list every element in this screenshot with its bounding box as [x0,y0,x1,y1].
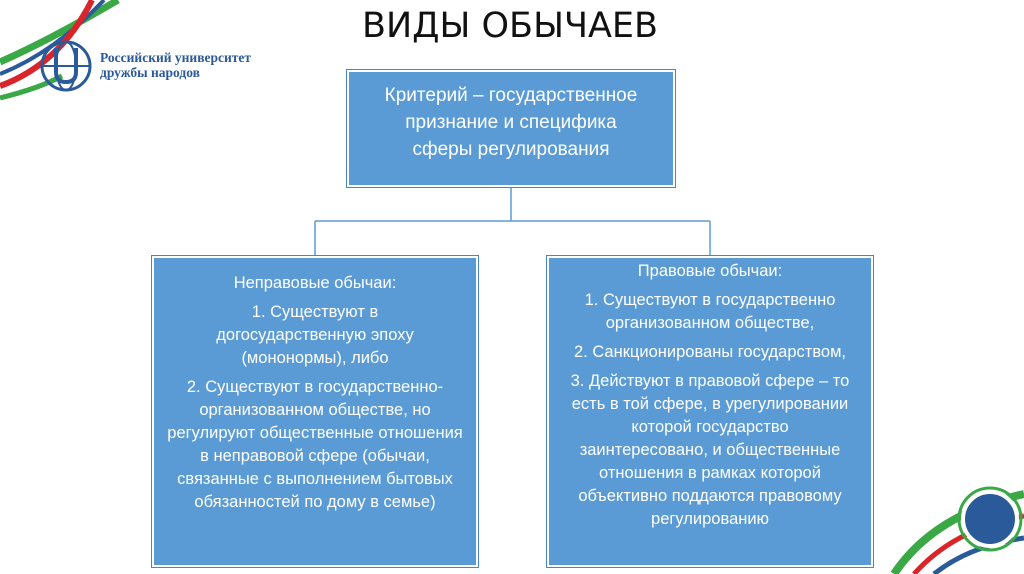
root-node-criterion: Критерий – государственное признание и с… [347,70,675,187]
node-heading: Неправовые обычаи: [233,274,397,292]
root-line-1: Критерий – государственное [384,85,638,106]
node-item: 2. Санкционированы государством, [573,343,847,361]
logo-line-2: дружбы народов [100,65,200,80]
node-legal-customs: Правовые обычаи: 1. Существуют в государ… [547,256,873,567]
node-item: 1. Существуют в догосударственную эпоху … [216,303,414,367]
node-item: 1. Существуют в государственно организов… [584,291,836,332]
node-heading: Правовые обычаи: [637,262,783,280]
node-item: 3. Действуют в правовой сфере – то есть … [570,372,850,528]
root-line-3: сферы регулирования [412,139,610,160]
node-item: 2. Существуют в государственно-организов… [167,378,463,511]
university-logo: Российский университет дружбы народов [38,38,298,94]
globe-logo-icon [40,40,92,92]
page-title: ВИДЫ ОБЫЧАЕВ [361,6,659,46]
corner-swirl-decoration [890,486,1024,574]
node-non-legal-customs: Неправовые обычаи: 1. Существуют в догос… [152,256,478,567]
root-line-2: признание и специфика [405,112,617,133]
logo-line-1: Российский университет [100,50,252,65]
